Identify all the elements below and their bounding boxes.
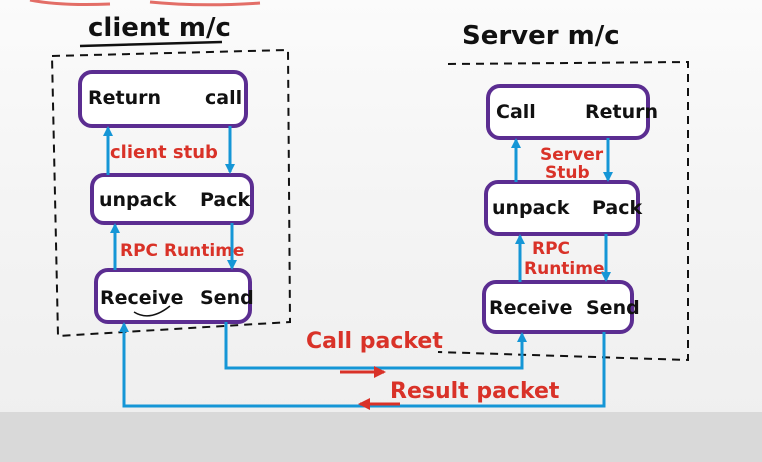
client-receive-label: Receive (100, 287, 183, 309)
server-title: Server m/c (462, 21, 620, 51)
server-user-box: Call Return (486, 84, 658, 140)
server-runtime-box: Receive Send (482, 280, 640, 334)
client-machine-outline (50, 48, 292, 338)
client-runtime-label: RPC Runtime (120, 241, 244, 261)
server-send-label: Send (586, 297, 640, 319)
result-packet-label: Result packet (390, 379, 560, 404)
top-scribble (29, 0, 261, 7)
server-stub-label-1: Server (540, 145, 604, 165)
client-title: client m/c (88, 13, 231, 43)
server-stub-label-2: Stub (545, 163, 590, 183)
server-pack-label: Pack (592, 197, 642, 219)
server-stub-box: unpack Pack (484, 180, 642, 236)
ink-mark (133, 305, 171, 317)
server-runtime-label-2: Runtime (524, 259, 605, 279)
client-runtime-box: Receive Send (94, 268, 254, 324)
call-packet-label: Call packet (306, 329, 443, 354)
client-pack-label: Pack (200, 189, 250, 211)
client-call-label: call (205, 87, 242, 109)
client-stub-box: unpack Pack (90, 173, 254, 225)
client-return-label: Return (88, 87, 161, 109)
client-user-box: Return call (78, 70, 248, 128)
client-unpack-label: unpack (99, 189, 177, 211)
board-ledge (0, 412, 762, 462)
server-call-label: Call (496, 101, 536, 123)
client-stub-label: client stub (110, 142, 218, 163)
client-title-underline (79, 40, 223, 48)
server-unpack-label: unpack (492, 197, 570, 219)
server-return-label: Return (585, 101, 658, 123)
server-receive-label: Receive (489, 297, 572, 319)
server-machine-outline (437, 60, 689, 362)
server-runtime-label-1: RPC (532, 239, 570, 259)
client-send-label: Send (200, 287, 254, 309)
